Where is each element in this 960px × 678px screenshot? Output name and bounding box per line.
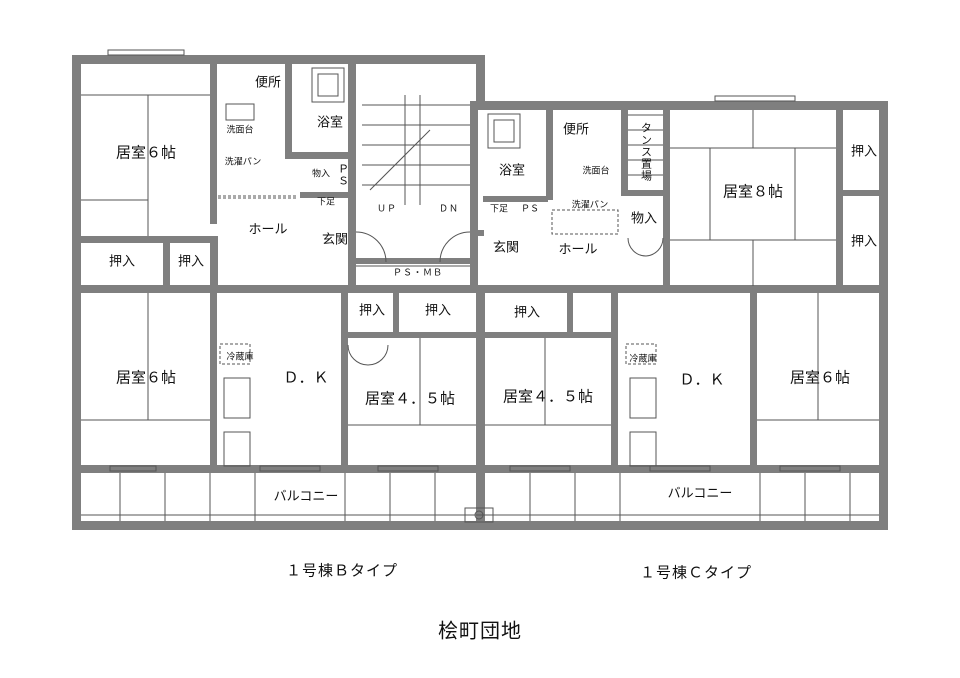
c-washbasin-label: 洗面台 [582,166,610,177]
b-balcony-label: バルコニー [273,489,339,505]
c-washpan-label: 洗濯パン [571,200,609,211]
b-dk-label: Ｄ．Ｋ [283,368,329,387]
b-oshiire4-label: 押入 [424,303,452,319]
type-c-caption: １号棟Ｃタイプ [639,563,753,582]
c-hall-label: ホール [558,242,598,258]
page-title: 桧町団地 [438,618,522,643]
c-entrance-label: 玄関 [492,240,520,256]
b-shoebox-label: 下足 [316,197,336,208]
c-oshiire2-label: 押入 [850,234,878,250]
b-storage-small-label: 物入 [311,169,331,180]
c-dk-label: Ｄ．Ｋ [679,370,725,389]
c-ps-label: ＰＳ [520,204,540,215]
b-ps-label: ＰＳ [336,163,350,187]
b-washpan-label: 洗濯パン [224,157,262,168]
b-oshiire2-label: 押入 [177,254,205,270]
b-hall-label: ホール [248,222,288,238]
c-bath-label: 浴室 [498,163,526,179]
b-toilet-label: 便所 [254,75,282,91]
stair-up-label: ＵＰ [376,204,398,215]
b-oshiire1-label: 押入 [108,254,136,270]
b-washbasin-label: 洗面台 [226,125,254,136]
c-toilet-label: 便所 [562,122,590,138]
b-oshiire3-label: 押入 [358,303,386,319]
b-entrance-label: 玄関 [321,232,349,248]
type-b-caption: １号棟Ｂタイプ [285,561,399,580]
b-room6-top-label: 居室６帖 [115,143,177,162]
outer-walls [72,55,888,530]
stair-dn-label: ＤＮ [438,204,460,215]
c-room45-label: 居室４．５帖 [502,387,594,406]
interior-walls [72,64,888,465]
c-oshiire1-label: 押入 [850,144,878,160]
thin-lines [81,49,879,523]
c-room6-label: 居室６帖 [789,368,851,387]
ps-mb-label: ＰＳ・ＭＢ [392,268,444,279]
b-room45-label: 居室４．５帖 [364,389,456,408]
c-tansu-label: タンス置場 [639,122,653,182]
c-shoebox-label: 下足 [489,204,509,215]
b-fridge-label: 冷蔵庫 [226,352,254,363]
c-oshiire3-label: 押入 [513,305,541,321]
b-bath-label: 浴室 [316,115,344,131]
c-storage-label: 物入 [630,211,658,227]
b-room6-bottom-label: 居室６帖 [115,368,177,387]
c-room8-label: 居室８帖 [722,182,784,201]
c-fridge-label: 冷蔵庫 [629,354,657,365]
c-balcony-label: バルコニー [667,486,733,502]
